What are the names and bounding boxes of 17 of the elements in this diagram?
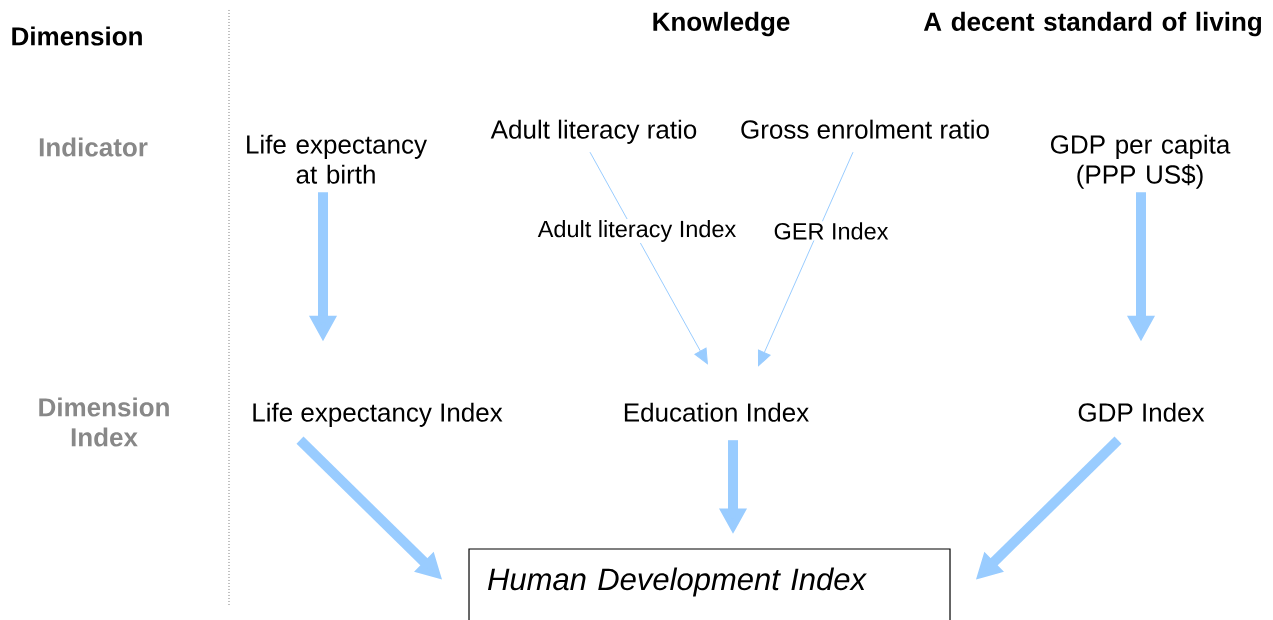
row-heading: Indicator [39,137,148,157]
index-label: Life expectancy Index [253,402,503,427]
edge-label: Adult literacy Index [536,219,738,243]
indicator-label: Adult literacy ratio [490,119,697,144]
row-heading: Dimension [12,26,142,46]
arrow [589,151,708,365]
result-box: Human Development Index [468,548,951,620]
indicator-label: GDP per capita (PPP US$) [1051,134,1231,189]
index-label: Education Index [624,402,809,422]
indicator-label: Gross enrolment ratio [741,119,989,139]
index-label: GDP Index [1078,402,1205,422]
column-heading: Knowledge [653,11,790,37]
arrow [757,151,854,367]
edge-label: GER Index [772,221,890,241]
indicator-label: Life expectancy at birth [247,134,427,184]
row-heading: Dimension Index [39,397,169,447]
column-heading: A decent standard of living [923,11,1261,37]
